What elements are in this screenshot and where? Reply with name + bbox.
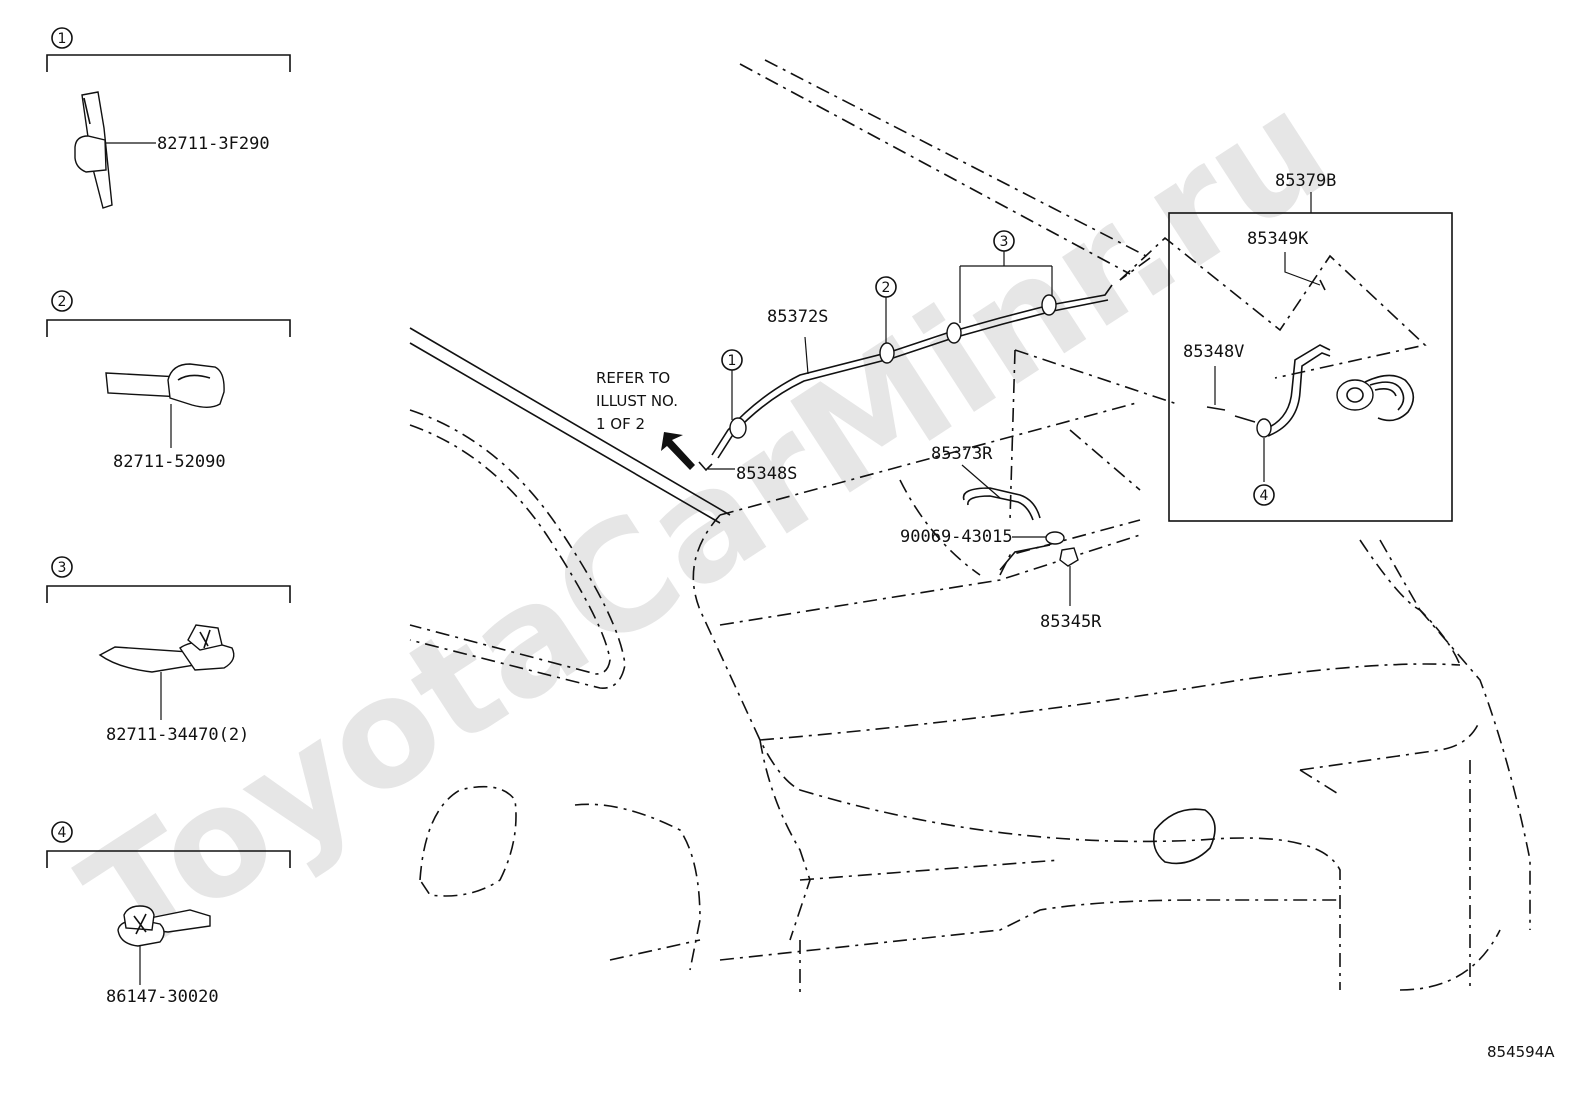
hose-85349K-icon (1319, 279, 1326, 291)
clamp-3b-icon (1041, 294, 1057, 316)
callout-circle-3 (51, 556, 73, 578)
detail-panel-3: 3 82711-34470(2) (46, 556, 291, 745)
refer-note-line3: 1 OF 2 (596, 415, 645, 433)
detail-panel-4: 4 86147-30020 (46, 821, 291, 1007)
clip-82711-34470-icon (98, 624, 235, 673)
refer-note-line2: ILLUST NO. (596, 392, 678, 410)
detail-panel-1: 1 82711-3F290 (46, 27, 291, 209)
part-number-85372S: 85372S (767, 307, 828, 327)
callout-label-4: 4 (58, 825, 67, 841)
main-callouts: 1 2 3 (721, 230, 1053, 420)
callout-circle-2 (51, 290, 73, 312)
clip-82711-3F290-icon (74, 91, 113, 209)
clip-86147-30020-icon (117, 905, 211, 947)
part-number-82711-34470: 82711-34470(2) (106, 725, 249, 745)
main-callout-label-2: 2 (882, 280, 891, 296)
part-number-86147-30020: 86147-30020 (106, 987, 219, 1007)
washer-hose-85373R (962, 487, 1041, 519)
clamp-1-icon (729, 417, 747, 439)
joint-85348S-icon (698, 461, 713, 472)
part-number-82711-52090: 82711-52090 (113, 452, 226, 472)
part-number-85345R: 85345R (1040, 612, 1102, 632)
part-number-85348S: 85348S (736, 464, 797, 484)
clamp-3a-icon (946, 322, 962, 344)
clamp-2-icon (879, 342, 895, 364)
refer-note-line1: REFER TO (596, 369, 670, 387)
refer-arrow-icon (661, 432, 695, 470)
hose-inner-icon (1262, 344, 1331, 431)
callout-circle-1 (51, 27, 73, 49)
nozzle-85345R-icon (1059, 547, 1079, 567)
part-number-85379B: 85379B (1275, 171, 1336, 191)
part-number-90069-43015: 90069-43015 (900, 527, 1013, 547)
box-callout-label-4: 4 (1260, 488, 1269, 504)
diagram-id: 854594A (1487, 1043, 1555, 1061)
coiled-hose-icon (1336, 374, 1415, 422)
part-number-85348V: 85348V (1183, 342, 1244, 362)
main-callout-label-1: 1 (728, 353, 737, 369)
washer-hose-assembly (661, 284, 1113, 567)
grommet-90069-43015-icon (1045, 531, 1065, 545)
detail-panel-2: 2 82711-52090 (46, 290, 291, 472)
clip-82711-52090-icon (105, 363, 225, 408)
main-leaders (708, 336, 1071, 606)
clamp-4-icon (1256, 418, 1272, 438)
assembly-box-85379B: 85379B 85349K 85348V 4 (1009, 171, 1453, 522)
refer-note: REFER TO ILLUST NO. 1 OF 2 (596, 369, 678, 433)
callout-label-3: 3 (58, 560, 67, 576)
box-callout-4 (1253, 484, 1275, 506)
main-callout-label-3: 3 (1000, 234, 1009, 250)
callout-circle-4 (51, 821, 73, 843)
callout-label-2: 2 (58, 294, 67, 310)
callout-label-1: 1 (58, 31, 67, 47)
joint-85348V-icon (1206, 406, 1226, 411)
part-number-85349K: 85349K (1247, 229, 1309, 249)
part-number-85373R: 85373R (931, 444, 993, 464)
part-number-82711-3F290: 82711-3F290 (157, 134, 270, 154)
